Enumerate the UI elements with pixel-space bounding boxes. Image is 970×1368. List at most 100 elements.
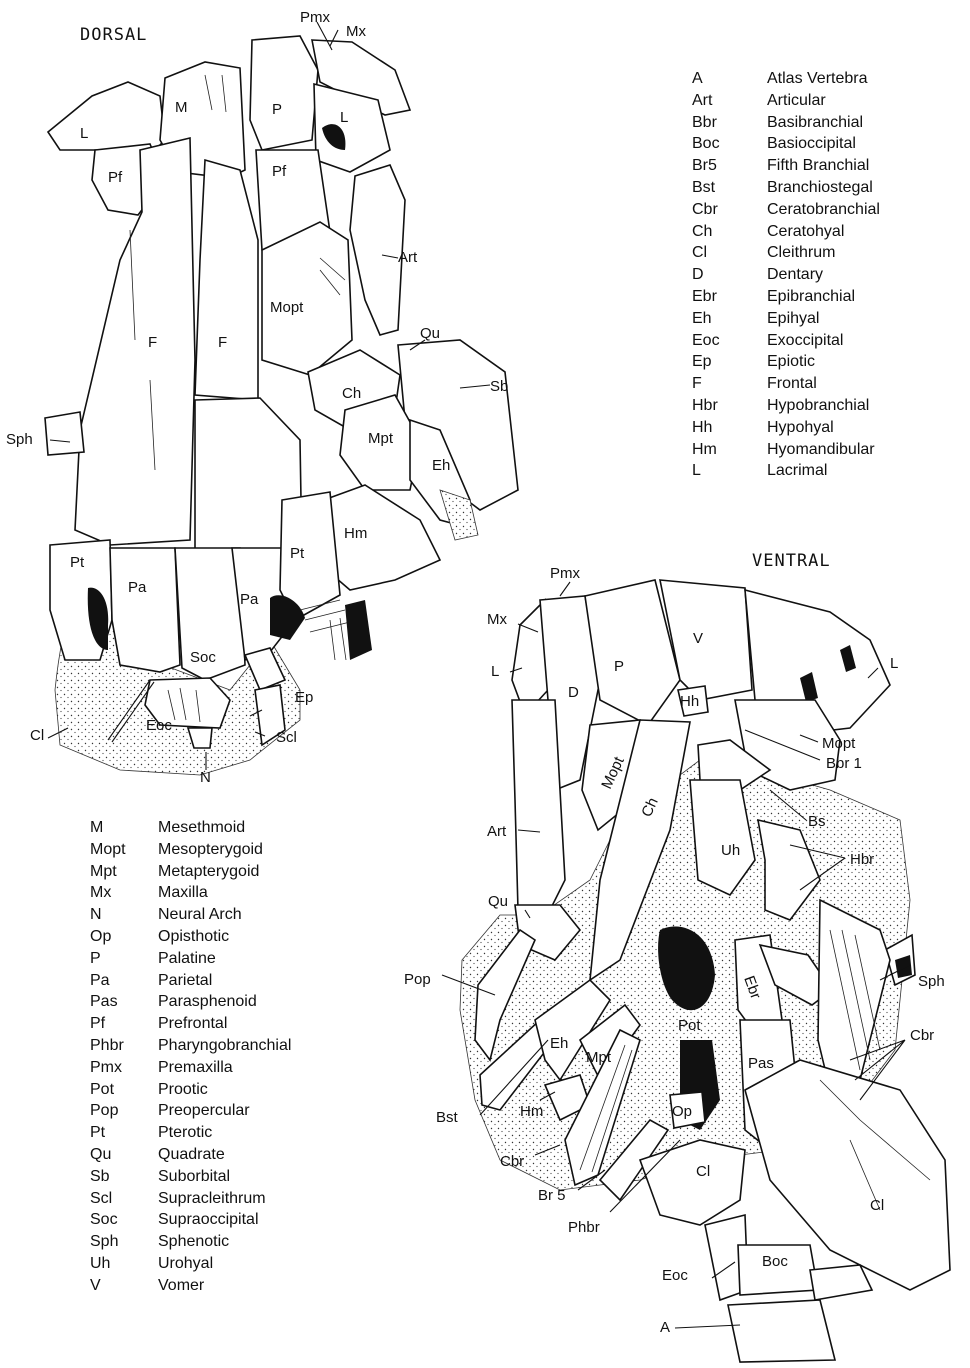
legend-row: PhbrPharyngobranchial <box>90 1035 291 1057</box>
legend-name: Neural Arch <box>158 904 242 926</box>
dorsal-label-mpt: Mpt <box>368 430 394 447</box>
legend-row: PfPrefrontal <box>90 1013 291 1035</box>
ventral-label-pot: Pot <box>678 1017 701 1034</box>
ventral-view <box>460 580 950 1362</box>
dorsal-label-mx: Mx <box>346 23 366 40</box>
legend-name: Dentary <box>767 264 823 286</box>
legend-abbreviation: Ch <box>692 221 767 243</box>
legend-name: Sphenotic <box>158 1231 229 1253</box>
legend-row: PotProotic <box>90 1079 291 1101</box>
legend-name: Ceratohyal <box>767 221 844 243</box>
legend-name: Vomer <box>158 1275 204 1297</box>
legend-row: SocSupraoccipital <box>90 1209 291 1231</box>
legend-abbreviation: Sph <box>90 1231 158 1253</box>
dorsal-label-ch: Ch <box>342 385 361 402</box>
legend-name: Epiotic <box>767 351 815 373</box>
dorsal-view <box>45 36 518 775</box>
dorsal-label-f-left: F <box>148 334 157 351</box>
legend-name: Quadrate <box>158 1144 225 1166</box>
legend-name: Parasphenoid <box>158 991 257 1013</box>
dorsal-label-n: N <box>200 769 211 786</box>
dorsal-label-pa-right: Pa <box>240 591 259 608</box>
dorsal-label-p: P <box>272 101 282 118</box>
dorsal-title: DORSAL <box>80 25 147 45</box>
ventral-label-bst: Bst <box>436 1109 459 1126</box>
dorsal-label-qu: Qu <box>420 325 440 342</box>
ventral-atlas-vertebra <box>728 1300 835 1362</box>
legend-row: LLacrimal <box>692 460 880 482</box>
ventral-articular <box>512 700 565 920</box>
legend-abbreviation: D <box>692 264 767 286</box>
ventral-label-v: V <box>693 630 703 647</box>
legend-abbreviation: Mopt <box>90 839 158 861</box>
legend-name: Mesethmoid <box>158 817 245 839</box>
dorsal-palatine <box>250 36 318 150</box>
legend-abbreviation: Qu <box>90 1144 158 1166</box>
dorsal-sphenotic <box>45 412 84 455</box>
ventral-label-cl-right: Cl <box>870 1197 884 1214</box>
legend-abbreviation: Phbr <box>90 1035 158 1057</box>
legend-name: Premaxilla <box>158 1057 233 1079</box>
legend-abbreviation: A <box>692 68 767 90</box>
legend-abbreviation: Scl <box>90 1188 158 1210</box>
legend-top: AAtlas VertebraArtArticularBbrBasibranch… <box>692 68 880 482</box>
ventral-label-d: D <box>568 684 579 701</box>
legend-name: Ceratobranchial <box>767 199 880 221</box>
legend-row: PPalatine <box>90 948 291 970</box>
legend-name: Opisthotic <box>158 926 229 948</box>
legend-abbreviation: P <box>90 948 158 970</box>
legend-row: HmHyomandibular <box>692 439 880 461</box>
legend-abbreviation: Boc <box>692 133 767 155</box>
legend-name: Parietal <box>158 970 212 992</box>
legend-abbreviation: V <box>90 1275 158 1297</box>
legend-abbreviation: N <box>90 904 158 926</box>
legend-abbreviation: Pf <box>90 1013 158 1035</box>
legend-name: Maxilla <box>158 882 208 904</box>
legend-abbreviation: Pas <box>90 991 158 1013</box>
legend-name: Mesopterygoid <box>158 839 263 861</box>
ventral-label-l-right: L <box>890 655 898 672</box>
legend-name: Basibranchial <box>767 112 863 134</box>
legend-name: Urohyal <box>158 1253 213 1275</box>
ventral-label-a: A <box>660 1319 670 1336</box>
legend-abbreviation: Br5 <box>692 155 767 177</box>
legend-abbreviation: Cl <box>692 242 767 264</box>
dorsal-label-pf-left: Pf <box>108 169 123 186</box>
dorsal-label-pt-left: Pt <box>70 554 85 571</box>
dorsal-label-mopt: Mopt <box>270 299 304 316</box>
legend-name: Suborbital <box>158 1166 230 1188</box>
dorsal-frontal-right <box>195 160 258 400</box>
legend-abbreviation: Hh <box>692 417 767 439</box>
dorsal-label-eoc: Eoc <box>146 717 172 734</box>
legend-name: Pharyngobranchial <box>158 1035 291 1057</box>
legend-name: Cleithrum <box>767 242 835 264</box>
legend-abbreviation: L <box>692 460 767 482</box>
ventral-label-pop: Pop <box>404 971 431 988</box>
legend-row: MptMetapterygoid <box>90 861 291 883</box>
legend-abbreviation: Uh <box>90 1253 158 1275</box>
legend-abbreviation: Ebr <box>692 286 767 308</box>
legend-row: SbSuborbital <box>90 1166 291 1188</box>
ventral-label-cbr-left: Cbr <box>500 1153 524 1170</box>
ventral-label-p: P <box>614 658 624 675</box>
ventral-label-hm: Hm <box>520 1103 543 1120</box>
legend-name: Palatine <box>158 948 216 970</box>
legend-row: EhEpihyal <box>692 308 880 330</box>
legend-name: Supracleithrum <box>158 1188 266 1210</box>
legend-abbreviation: Hbr <box>692 395 767 417</box>
ventral-label-qu: Qu <box>488 893 508 910</box>
